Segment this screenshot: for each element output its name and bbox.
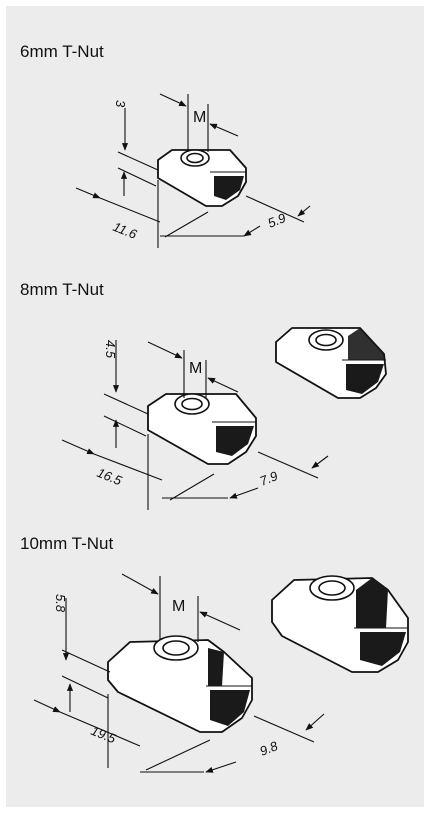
section-title-6mm: 6mm T-Nut xyxy=(20,42,104,61)
t-nut-6mm-drawing xyxy=(75,93,311,248)
t-nut-10mm-drawing xyxy=(33,573,325,773)
section-title-10mm: 10mm T-Nut xyxy=(20,534,114,553)
t-nut-8mm-drawing xyxy=(61,340,329,510)
dim-height-10mm: 5.8 xyxy=(53,594,68,613)
t-nut-8mm-perspective xyxy=(275,327,387,399)
dim-length-10mm: 19.5 xyxy=(89,723,119,747)
dim-width-8mm: 7.9 xyxy=(258,468,280,489)
t-nut-10mm-perspective xyxy=(271,575,409,673)
dim-thread-8mm: M xyxy=(189,360,202,377)
dim-thread-6mm: M xyxy=(193,109,206,126)
dim-width-6mm: 5.9 xyxy=(266,210,288,231)
dim-length-6mm: 11.6 xyxy=(111,219,140,242)
dim-thread-10mm: M xyxy=(172,598,185,615)
dim-height-8mm: 4.5 xyxy=(103,340,118,359)
section-title-8mm: 8mm T-Nut xyxy=(20,280,104,299)
dim-length-8mm: 16.5 xyxy=(95,465,125,489)
dim-height-6mm: 3 xyxy=(113,100,128,108)
dim-width-10mm: 9.8 xyxy=(258,738,281,759)
